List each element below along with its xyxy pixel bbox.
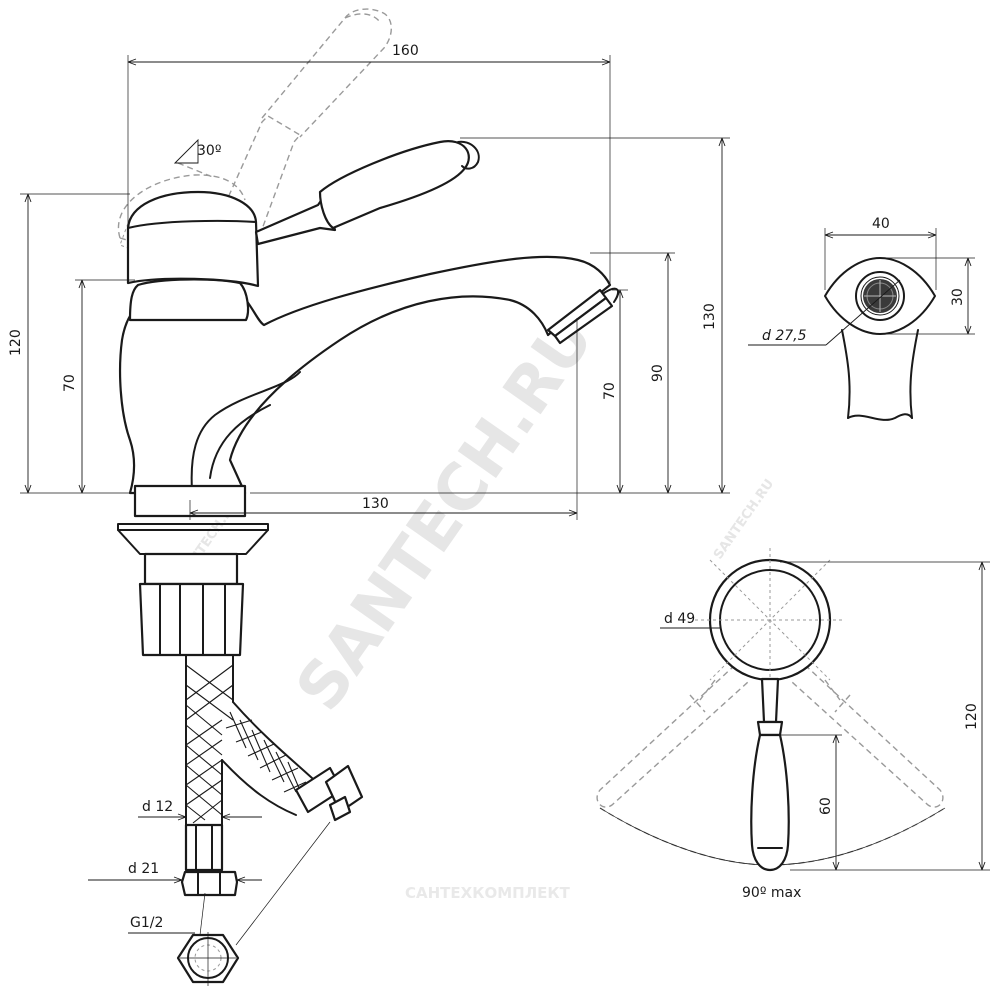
dim-handle-length: 120 [964, 703, 980, 730]
dim-handle-grip: 60 [818, 797, 834, 815]
dim-handle-ring: d 49 [664, 611, 695, 627]
dim-handle-rotation: 90º max [742, 885, 801, 901]
watermark-main: SANTECH.RU [282, 303, 608, 724]
dim-base-depth: 30 [950, 288, 966, 306]
top-view-base: 40 30 d 27,5 [748, 216, 975, 421]
dim-spout-height: 90 [650, 364, 666, 382]
dim-hose-thread: G1/2 [130, 915, 163, 931]
dim-aerator-diameter: d 27,5 [762, 328, 807, 344]
hose-dimensions: d 12 d 21 G1/2 [88, 799, 262, 934]
dim-hose-outer: d 21 [128, 861, 159, 877]
watermark-bottom: САНТЕХКОМПЛЕКТ [405, 884, 571, 902]
handle-view: d 49 120 60 90º max [596, 548, 990, 901]
flexible-hoses [176, 654, 364, 986]
dim-base-width: 40 [872, 216, 890, 232]
dim-lever-angle: 30º [197, 143, 221, 159]
dim-total-height: 130 [702, 303, 718, 330]
side-view-dimensions: 160 30º 120 70 130 90 70 [8, 43, 730, 520]
faucet-body [117, 140, 620, 657]
dim-hose-inner: d 12 [142, 799, 173, 815]
dim-total-length: 160 [392, 43, 419, 59]
dim-spout-outlet-height: 70 [602, 382, 618, 400]
dim-spout-reach: 130 [362, 496, 389, 512]
dim-left-height: 120 [8, 329, 24, 356]
dim-left-inner-height: 70 [62, 374, 78, 392]
